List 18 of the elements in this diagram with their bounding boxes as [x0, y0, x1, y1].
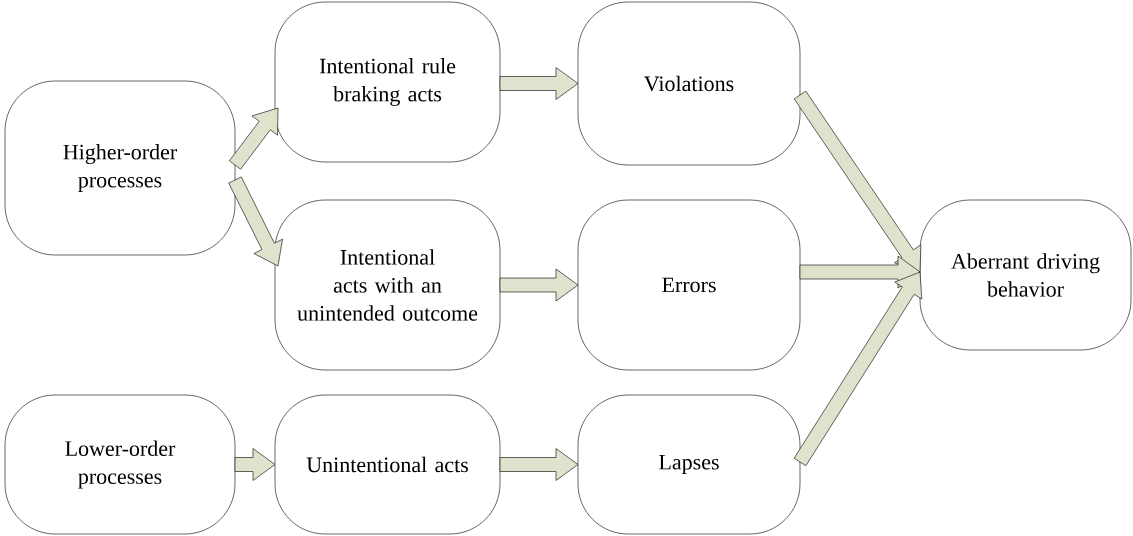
block-arrow: [499, 67, 579, 100]
block-arrow: [234, 448, 276, 481]
process-box: Violations: [577, 1, 801, 166]
process-box: Higher-order processes: [4, 80, 236, 256]
block-arrow: [793, 271, 923, 466]
block-arrow: [799, 255, 921, 289]
process-box: Intentional acts with an unintended outcome: [274, 199, 501, 371]
process-box: Intentional rule braking acts: [274, 1, 501, 163]
process-box: Aberrant driving behavior: [919, 199, 1132, 351]
process-box: Lapses: [577, 394, 801, 535]
block-arrow: [228, 176, 283, 267]
block-arrow: [793, 90, 922, 273]
process-box: Lower-order processes: [4, 394, 236, 535]
block-arrow: [499, 268, 579, 302]
block-arrow: [229, 107, 279, 170]
process-box: Unintentional acts: [274, 394, 501, 535]
process-box: Errors: [577, 199, 801, 371]
block-arrow: [499, 448, 579, 481]
